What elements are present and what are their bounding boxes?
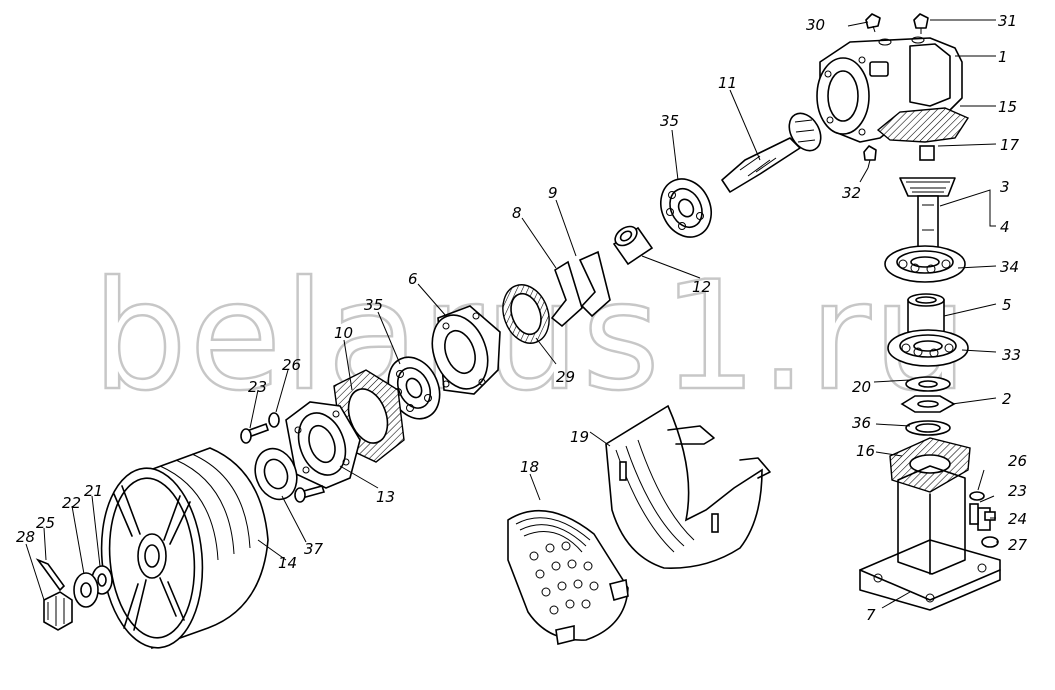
label-14: 14: [278, 554, 297, 572]
label-35a: 35: [660, 112, 679, 130]
label-4: 4: [1000, 218, 1010, 236]
label-8: 8: [512, 204, 522, 222]
flange-part-6: [431, 305, 501, 395]
ball-bearing-part-34: [884, 245, 966, 283]
gasket-16-bore: [909, 454, 951, 474]
label-13: 13: [376, 488, 395, 506]
label-33: 33: [1002, 346, 1021, 364]
guard-part-19: [605, 404, 771, 569]
label-31: 31: [998, 12, 1017, 30]
label-15: 15: [998, 98, 1017, 116]
part-labels: 1 2 3 4 5 6 7 8 9 10 11 12 13 14 15 16 1…: [16, 12, 1028, 624]
label-3: 3: [1000, 178, 1010, 196]
label-27: 27: [1008, 536, 1028, 554]
label-28: 28: [16, 528, 35, 546]
label-23a: 23: [248, 378, 267, 396]
cover-part-18: [507, 509, 629, 645]
ball-bearing-part-33: [887, 329, 969, 367]
label-22: 22: [62, 494, 81, 512]
washer-part-27: [981, 536, 999, 548]
ball-bearing-part-35-upper: [660, 178, 712, 238]
spacer-sleeve-part-5: [907, 293, 945, 333]
bushing-part-12: [612, 225, 654, 266]
bolt-part-23a: [240, 422, 270, 444]
label-5: 5: [1002, 296, 1012, 314]
bolt-part-13-fixing: [294, 485, 326, 503]
label-20: 20: [852, 378, 871, 396]
washer-part-20: [905, 376, 951, 392]
label-6: 6: [408, 270, 418, 288]
label-26a: 26: [282, 356, 301, 374]
label-12: 12: [692, 278, 711, 296]
label-11: 11: [718, 74, 737, 92]
label-36: 36: [852, 414, 871, 432]
washer-part-26a: [268, 412, 280, 428]
label-34: 34: [1000, 258, 1019, 276]
label-21: 21: [84, 482, 103, 500]
castle-nut-part-28: [43, 591, 73, 631]
ring-part-37: [254, 447, 298, 501]
cotter-pin-part-25: [35, 558, 66, 592]
label-17: 17: [1000, 136, 1020, 154]
label-24: 24: [1008, 510, 1027, 528]
plate-part-9: [578, 250, 611, 318]
label-29: 29: [556, 368, 575, 386]
label-30: 30: [806, 16, 825, 34]
gasket-10-bore: [347, 388, 389, 444]
label-23b: 23: [1008, 482, 1027, 500]
bolt-part-24: [977, 507, 996, 531]
gasket-part-15: [876, 107, 970, 143]
bolt-part-23b: [969, 503, 979, 525]
bevel-gear-shaft-part-3: [899, 145, 956, 249]
gearbox-housing-part-1: [816, 36, 963, 143]
plate-part-8: [550, 260, 583, 328]
grease-fitting-part-32: [863, 145, 877, 169]
washer-part-26b: [969, 491, 985, 501]
seal-ring-part-29: [502, 284, 550, 344]
grease-fitting-part-30: [865, 13, 881, 33]
pulley-part-14: [100, 447, 269, 650]
label-19: 19: [570, 428, 589, 446]
label-16: 16: [856, 442, 875, 460]
label-32: 32: [842, 184, 861, 202]
label-7: 7: [866, 606, 876, 624]
washer-part-22: [73, 572, 99, 608]
ring-part-36: [905, 420, 951, 436]
grease-fitting-part-31: [913, 13, 929, 34]
leader-lines: [25, 19, 998, 609]
drive-gear-shaft-part-11: [721, 112, 822, 193]
label-26b: 26: [1008, 452, 1027, 470]
lower-housing-part-7: [859, 465, 1001, 611]
label-9: 9: [548, 184, 558, 202]
label-35b: 35: [364, 296, 383, 314]
label-2: 2: [1002, 390, 1012, 408]
label-10: 10: [334, 324, 353, 342]
label-18: 18: [520, 458, 539, 476]
label-37: 37: [304, 540, 324, 558]
label-25: 25: [36, 514, 55, 532]
label-1: 1: [998, 48, 1008, 66]
